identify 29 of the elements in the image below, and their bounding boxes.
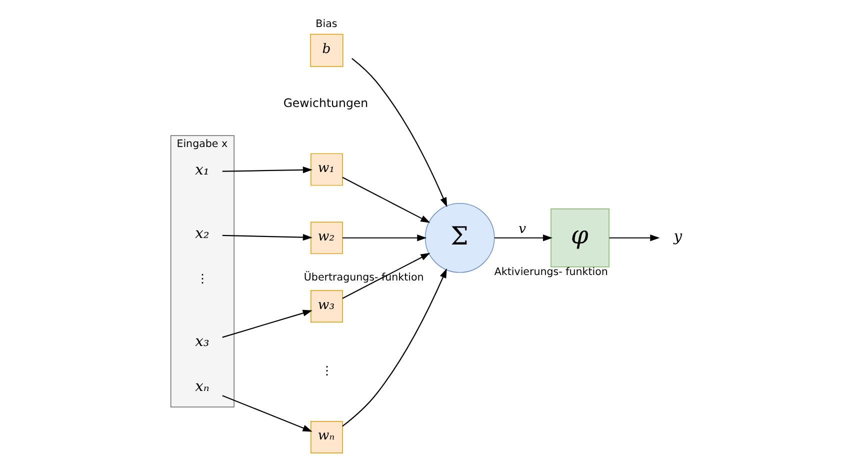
arrow <box>222 310 312 338</box>
node-text: x₁ <box>195 162 210 179</box>
node-label: Übertragungs- funktion <box>304 272 424 284</box>
node-label: Bias <box>316 18 338 30</box>
node-text: x₂ <box>195 224 210 242</box>
node-label: Aktivierungs- funktion <box>494 266 608 278</box>
arrow <box>342 234 427 242</box>
node-box: w₂ <box>310 222 343 254</box>
arrow <box>494 234 553 242</box>
label: ⋮ <box>196 272 209 286</box>
arrow <box>352 58 448 208</box>
node-text: y <box>674 228 682 245</box>
arrow <box>222 234 312 241</box>
arrow <box>342 252 430 299</box>
node-text: x₃ <box>195 332 210 350</box>
arrow <box>342 176 430 223</box>
node-box: w₃ <box>310 290 343 322</box>
arrow <box>222 166 312 174</box>
label: Gewichtungen <box>283 96 368 110</box>
arrow <box>609 234 660 242</box>
arrow <box>342 268 447 427</box>
node-box: wₙ <box>310 420 343 454</box>
node-circle: Σ <box>424 202 495 273</box>
label: ⋮ <box>320 364 333 378</box>
edge-label: v <box>518 222 526 238</box>
node-box: w₁ <box>310 153 343 186</box>
node-text: xₙ <box>195 378 210 395</box>
node-box: φ <box>550 208 610 268</box>
arrow <box>222 395 312 432</box>
